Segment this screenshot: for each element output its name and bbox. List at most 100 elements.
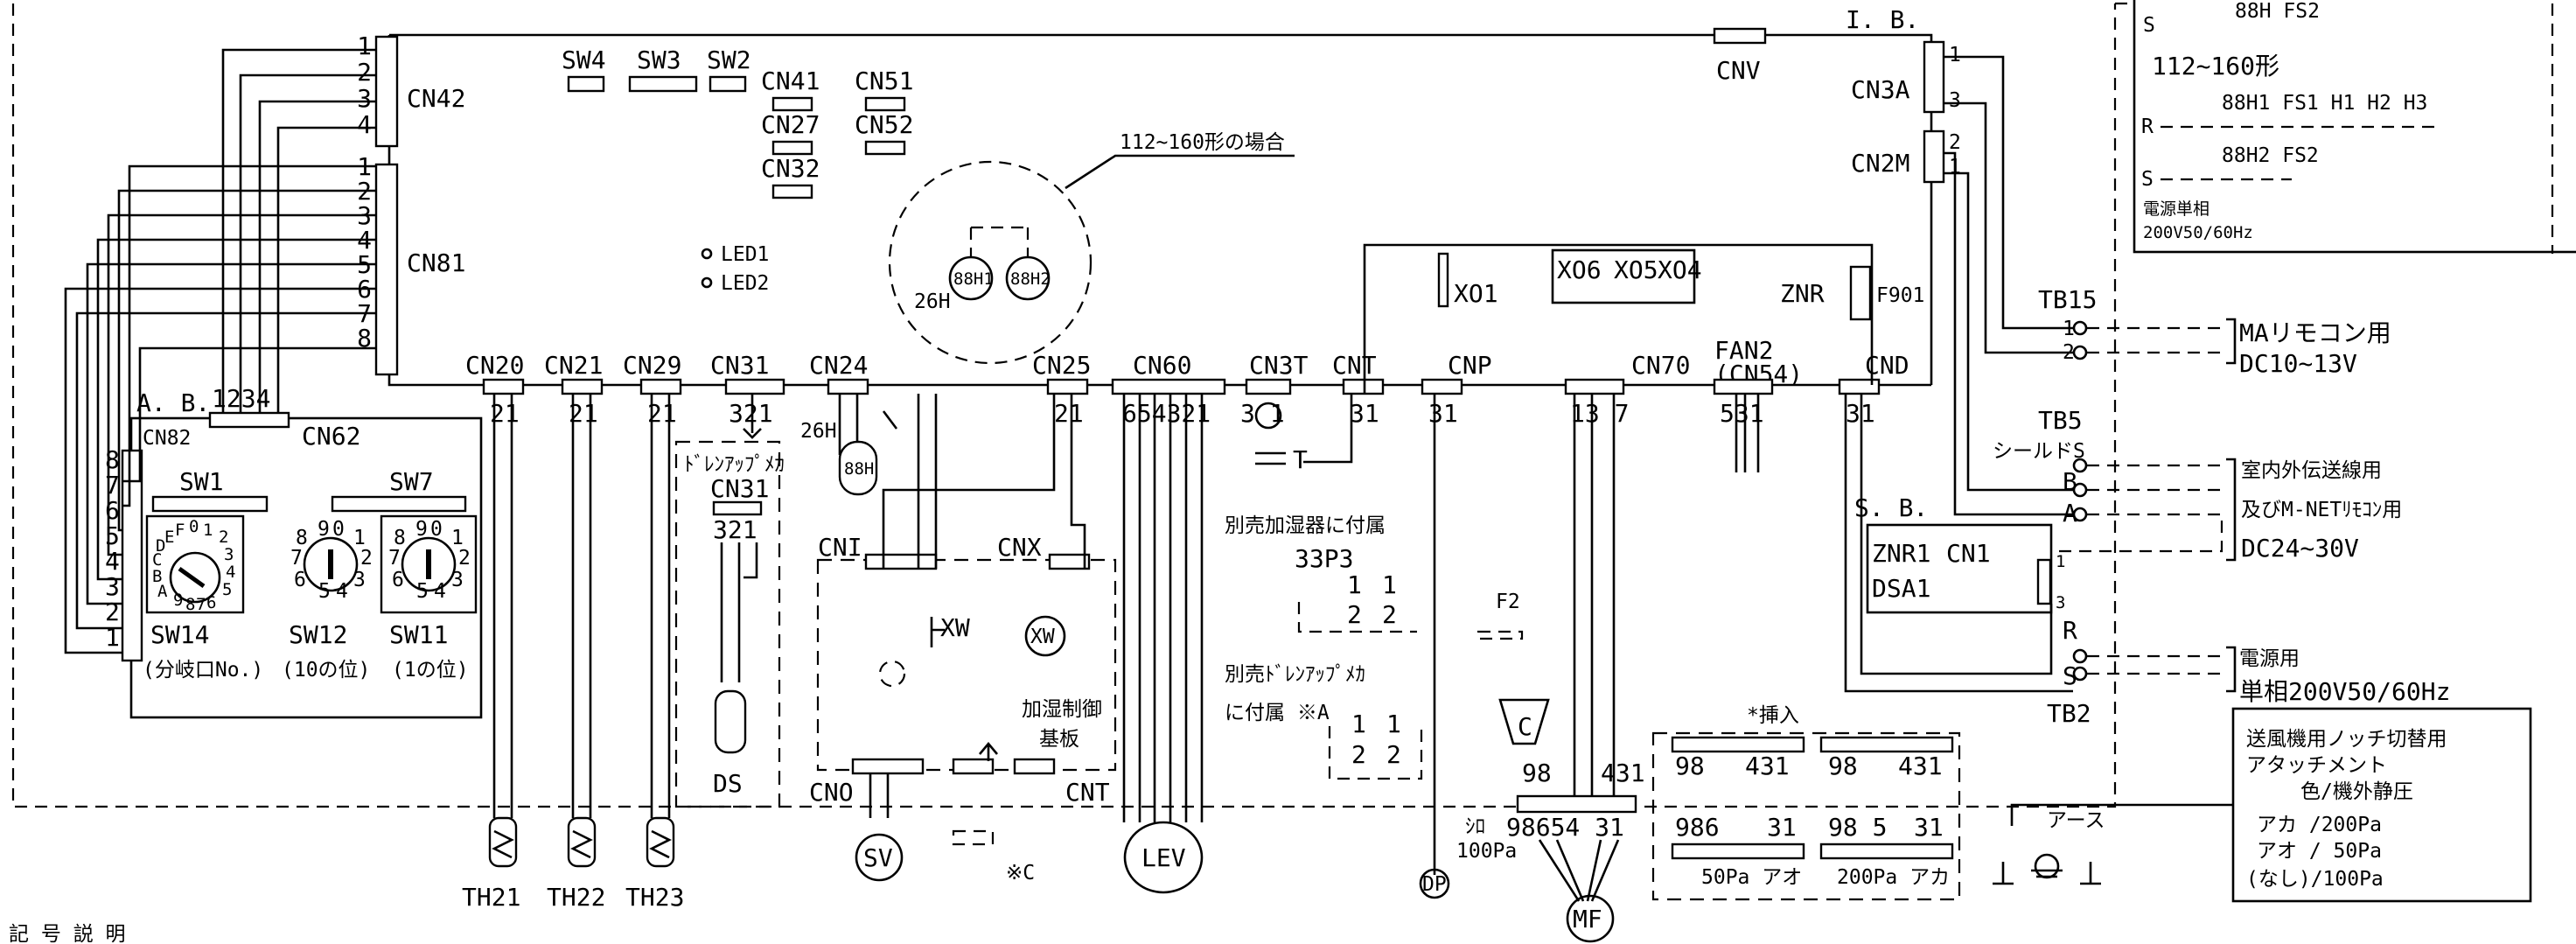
- svg-text:CN29: CN29: [623, 351, 681, 380]
- svg-text:88H1: 88H1: [953, 269, 994, 289]
- power-legend-panel: [2133, 0, 2576, 254]
- svg-text:3: 3: [353, 569, 366, 591]
- svg-text:98: 98: [1522, 759, 1552, 787]
- svg-text:D: D: [156, 536, 165, 556]
- svg-text:21: 21: [1054, 399, 1084, 428]
- xw-relay: [1024, 615, 1066, 657]
- svg-text:CN62: CN62: [302, 422, 360, 451]
- svg-text:CN25: CN25: [1032, 351, 1091, 380]
- svg-text:CNO: CNO: [809, 778, 854, 807]
- svg-text:ZNR: ZNR: [1780, 279, 1825, 308]
- address-harness: [64, 48, 376, 654]
- sv-valve: [855, 833, 904, 882]
- svg-text:S. B.: S. B.: [1854, 493, 1928, 522]
- svg-text:88H FS2: 88H FS2: [2235, 0, 2320, 23]
- svg-text:0: 0: [189, 517, 199, 536]
- sw2-label: SW2: [707, 45, 751, 74]
- svg-text:B: B: [152, 567, 162, 586]
- svg-text:アース: アース: [2047, 809, 2105, 832]
- svg-text:T: T: [1293, 445, 1308, 474]
- sw7-switch: [331, 495, 467, 513]
- svg-text:1: 1: [1386, 710, 1401, 738]
- svg-text:1: 1: [1949, 44, 1961, 66]
- indoor-board-outline: [387, 33, 1933, 387]
- svg-text:に付属 ※A: に付属 ※A: [1225, 702, 1330, 724]
- th22-label: TH22: [547, 883, 605, 912]
- svg-text:7: 7: [196, 595, 206, 614]
- svg-text:CN21: CN21: [544, 351, 603, 380]
- svg-text:1: 1: [1382, 570, 1397, 599]
- svg-text:CN27: CN27: [761, 110, 820, 139]
- svg-text:2: 2: [219, 528, 228, 547]
- thermistors: [488, 816, 675, 868]
- cn51-block: [864, 96, 906, 112]
- svg-text:CNP: CNP: [1448, 351, 1492, 380]
- svg-text:9: 9: [318, 518, 330, 541]
- cnv-block: [1713, 27, 1767, 45]
- svg-text:DC24~30V: DC24~30V: [2241, 534, 2359, 563]
- svg-text:200V50/60Hz: 200V50/60Hz: [2143, 223, 2253, 242]
- svg-text:8: 8: [357, 324, 372, 353]
- svg-text:A: A: [157, 582, 168, 601]
- svg-text:LEV: LEV: [1141, 843, 1186, 872]
- svg-text:7: 7: [388, 547, 401, 570]
- svg-text:9: 9: [415, 518, 428, 541]
- svg-text:単相200V50/60Hz: 単相200V50/60Hz: [2239, 677, 2450, 706]
- svg-text:112~160形: 112~160形: [2152, 52, 2279, 80]
- svg-text:6: 6: [294, 569, 306, 591]
- heater-88h: [838, 440, 878, 496]
- svg-text:送風機用ノッチ切替用: 送風機用ノッチ切替用: [2246, 728, 2447, 751]
- svg-text:A. B.: A. B.: [136, 388, 210, 417]
- svg-text:※C: ※C: [1006, 862, 1035, 885]
- svg-text:CNX: CNX: [997, 533, 1042, 562]
- svg-text:88H1 FS1 H1 H2 H3: 88H1 FS1 H1 H2 H3: [2222, 92, 2427, 115]
- svg-text:LED1: LED1: [721, 243, 769, 266]
- svg-text:1: 1: [105, 623, 120, 652]
- svg-text:2: 2: [458, 547, 471, 570]
- sw3-label: SW3: [637, 45, 681, 74]
- svg-text:CN70: CN70: [1631, 351, 1690, 380]
- svg-text:26H: 26H: [800, 420, 837, 443]
- sw2-switch: [709, 75, 747, 93]
- svg-text:0: 0: [332, 518, 345, 541]
- cn42-block: [374, 35, 399, 148]
- footer-legend: 記 号 説 明: [9, 923, 126, 944]
- fan-motor: [1566, 894, 1615, 943]
- svg-text:6: 6: [206, 593, 216, 612]
- sw14-dial: E F 0 1 2 3 4 5 6 7 8 9 A B C D: [145, 514, 245, 614]
- svg-text:3: 3: [451, 569, 464, 591]
- svg-text:88H2 FS2: 88H2 FS2: [2222, 144, 2319, 167]
- svg-text:アオ / 50Pa: アオ / 50Pa: [2257, 840, 2382, 863]
- svg-text:CN52: CN52: [855, 110, 913, 139]
- svg-text:S: S: [2063, 661, 2077, 690]
- svg-text:431: 431: [1601, 759, 1645, 787]
- svg-text:アタッチメント: アタッチメント: [2246, 754, 2387, 777]
- svg-text:色/機外静圧: 色/機外静圧: [2300, 780, 2413, 803]
- svg-text:CN20: CN20: [465, 351, 524, 380]
- svg-text:SW1: SW1: [179, 467, 224, 496]
- svg-text:4: 4: [434, 580, 446, 603]
- svg-text:C: C: [152, 550, 162, 570]
- svg-text:2: 2: [1949, 131, 1961, 154]
- lev-valve: [1123, 821, 1204, 894]
- svg-text:CNV: CNV: [1716, 56, 1761, 85]
- svg-text:4: 4: [357, 110, 372, 139]
- svg-text:CN60: CN60: [1133, 351, 1191, 380]
- svg-text:CNT: CNT: [1065, 778, 1110, 807]
- svg-text:S: S: [2143, 14, 2155, 37]
- humidifier-area: [816, 558, 1117, 772]
- fan-connector: [1516, 794, 1637, 814]
- svg-text:TB5: TB5: [2038, 406, 2083, 435]
- svg-text:100Pa: 100Pa: [1456, 840, 1517, 863]
- svg-text:31: 31: [1767, 813, 1797, 842]
- svg-text:SW12: SW12: [289, 620, 347, 649]
- callout-circle: [888, 160, 1093, 365]
- svg-text:50Pa アオ: 50Pa アオ: [1701, 866, 1802, 889]
- cn32-block: [771, 184, 813, 199]
- svg-text:CN2M: CN2M: [1851, 149, 1909, 178]
- svg-text:SV: SV: [863, 843, 893, 872]
- svg-text:5: 5: [222, 580, 232, 599]
- svg-text:A: A: [2063, 499, 2077, 528]
- svg-text:XW: XW: [1030, 626, 1055, 648]
